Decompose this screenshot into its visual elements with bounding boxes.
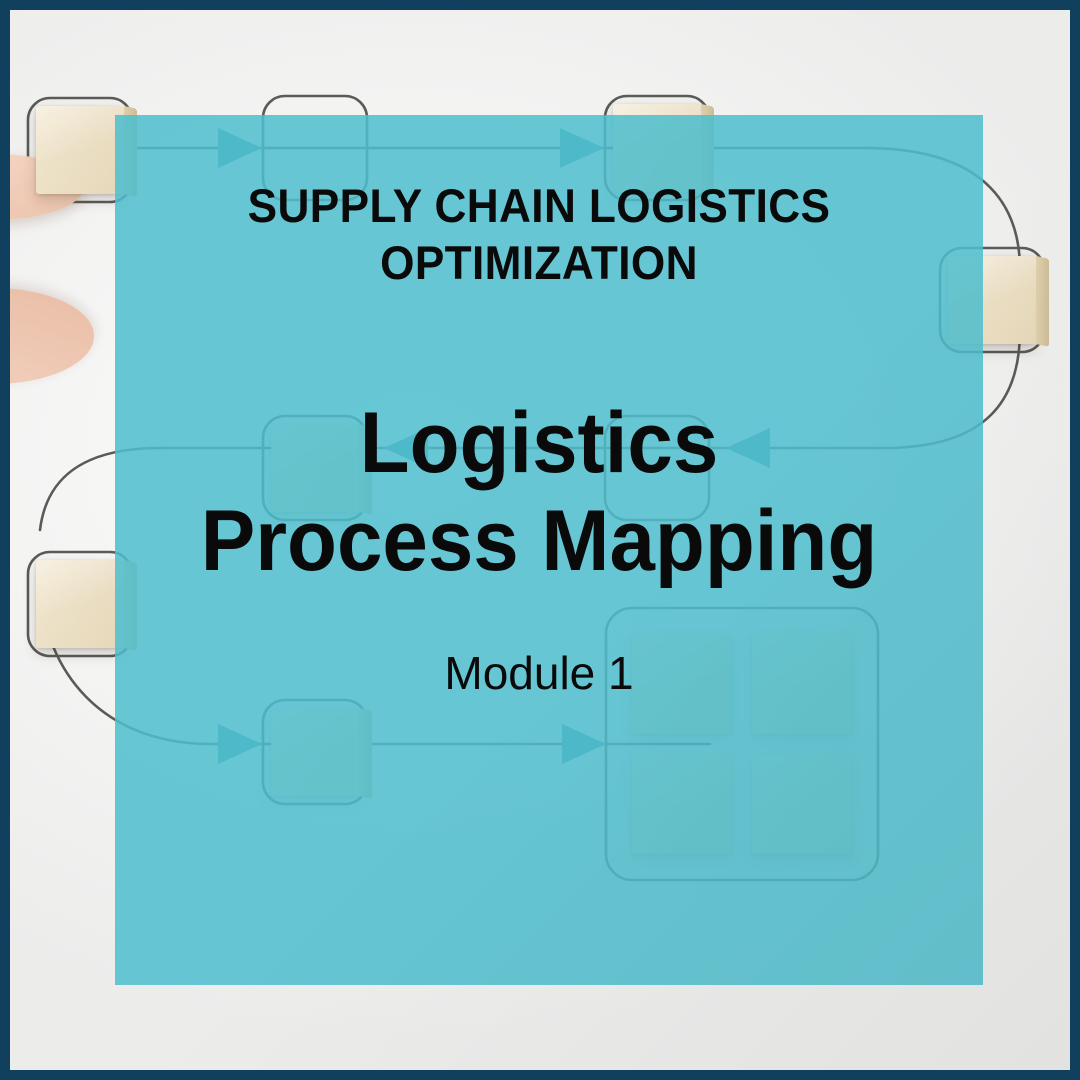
- teal-overlay-panel: [115, 115, 983, 985]
- title-block: SUPPLY CHAIN LOGISTICS OPTIMIZATION Logi…: [105, 105, 973, 975]
- eyebrow-heading: SUPPLY CHAIN LOGISTICS OPTIMIZATION: [247, 179, 831, 290]
- module-label: Module 1: [444, 646, 634, 699]
- wooden-block-n7: [36, 560, 137, 651]
- wooden-block-n1: [36, 106, 137, 197]
- photo-backdrop: [10, 10, 1070, 1070]
- finger-lower: [10, 288, 94, 384]
- page-title: Logistics Process Mapping: [200, 394, 878, 589]
